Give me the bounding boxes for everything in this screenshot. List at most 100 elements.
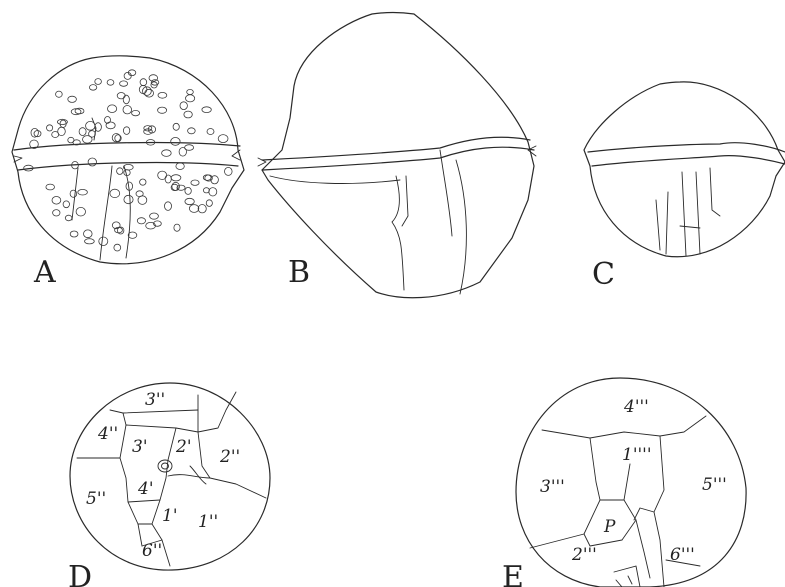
pore-dot: [185, 145, 194, 151]
pore-dot: [185, 187, 191, 194]
pore-dot: [46, 184, 55, 190]
pore-dot: [158, 92, 167, 98]
panel-d-plate-diagram: 3'' 4'' 3' 2' 2'' 5'' 4' 1' 1'' 6'': [70, 383, 270, 570]
pore-dot: [128, 232, 137, 238]
pore-dot: [107, 80, 114, 86]
pore-dot: [185, 198, 194, 204]
pore-dot: [47, 125, 53, 131]
pore-dot: [110, 189, 120, 197]
plate-label-5ppp: 5''': [702, 475, 727, 495]
pore-dot: [120, 81, 128, 86]
pore-dot: [171, 175, 181, 181]
panel-c-cell-drawing: [584, 82, 785, 257]
pore-dot: [108, 105, 117, 113]
pore-dot: [189, 205, 198, 213]
panel-a-cell-drawing: [12, 56, 244, 264]
plate-label-3ppp: 3''': [540, 477, 565, 497]
pore-dot: [89, 85, 96, 91]
pore-dot: [149, 75, 158, 82]
pore-dot: [124, 170, 130, 176]
pore-dot: [184, 111, 192, 118]
pore-dot: [145, 89, 154, 97]
pore-dot: [86, 121, 95, 130]
pore-dot: [84, 230, 93, 238]
pore-dot: [52, 132, 59, 138]
pore-dot: [202, 107, 211, 113]
pore-dot: [123, 127, 129, 135]
pore-dot: [225, 167, 233, 175]
pore-dot: [99, 237, 108, 246]
pore-dot: [138, 196, 147, 205]
panel-label-c: C: [592, 257, 615, 292]
plate-label-5pp: 5'': [86, 489, 106, 509]
pore-dot: [186, 95, 195, 102]
pore-dot: [198, 205, 206, 213]
pore-dot: [191, 180, 199, 185]
pore-dot: [132, 110, 140, 115]
plate-label-6pp: 6'': [142, 541, 162, 561]
plate-label-4p: 4': [137, 479, 154, 499]
pore-dot: [173, 123, 179, 130]
pore-dot: [123, 106, 132, 114]
pore-dot: [70, 190, 77, 197]
pore-dot: [124, 72, 131, 79]
plate-label-3pp: 3'': [145, 390, 165, 410]
pore-dot: [65, 215, 72, 221]
pore-dot: [174, 224, 180, 231]
plate-label-4pp: 4'': [97, 424, 118, 444]
plate-label-2ppp: 2''': [571, 545, 597, 565]
surface-pores-pattern: [24, 70, 232, 251]
plate-label-6ppp: 6''': [670, 545, 695, 565]
panel-label-e: E: [502, 560, 524, 587]
pore-dot: [95, 79, 102, 85]
panel-label-b: B: [288, 255, 310, 290]
pore-dot: [85, 239, 95, 244]
pore-dot: [123, 95, 129, 104]
pore-dot: [165, 175, 171, 183]
pore-dot: [78, 189, 88, 195]
pore-dot: [76, 207, 85, 216]
plate-label-1pp: 1'': [198, 512, 218, 532]
plate-label-3p: 3': [132, 437, 148, 457]
pore-dot: [162, 150, 172, 157]
plate-label-1pppp: 1'''': [622, 445, 652, 465]
pore-dot: [71, 109, 81, 115]
pore-dot: [114, 244, 121, 251]
pore-dot: [209, 188, 217, 196]
pore-dot: [144, 126, 152, 131]
pore-dot: [52, 197, 61, 205]
plate-label-4ppp: 4''': [623, 397, 649, 417]
pore-dot: [137, 218, 145, 224]
pore-dot: [124, 195, 133, 203]
apical-pore-icon: [158, 460, 172, 472]
plate-label-p: P: [603, 517, 616, 537]
pore-dot: [68, 96, 77, 102]
plate-label-2pp: 2'': [219, 447, 240, 467]
pore-dot: [140, 79, 147, 86]
pore-dot: [70, 231, 78, 237]
pore-dot: [83, 136, 93, 144]
pore-dot: [171, 138, 180, 146]
pore-dot: [105, 117, 111, 124]
pore-dot: [88, 158, 96, 166]
plate-label-2p: 2': [175, 437, 192, 457]
pore-dot: [63, 201, 69, 208]
pore-dot: [180, 102, 187, 110]
pore-dot: [56, 91, 63, 97]
panel-e-plate-diagram: 4''' 1'''' 3''' 5''' P 2''' 6''': [516, 378, 746, 587]
pore-dot: [79, 128, 86, 136]
panel-label-d: D: [68, 560, 92, 587]
pore-dot: [188, 128, 196, 134]
pore-dot: [68, 137, 74, 143]
pore-dot: [53, 210, 60, 216]
pore-dot: [206, 200, 212, 207]
pore-dot: [187, 89, 194, 94]
pore-dot: [158, 171, 167, 179]
pore-dot: [203, 188, 209, 193]
pore-dot: [165, 202, 172, 211]
pore-dot: [218, 135, 228, 143]
pore-dot: [150, 213, 159, 219]
plate-label-1p: 1': [162, 506, 178, 526]
pore-dot: [140, 179, 146, 185]
